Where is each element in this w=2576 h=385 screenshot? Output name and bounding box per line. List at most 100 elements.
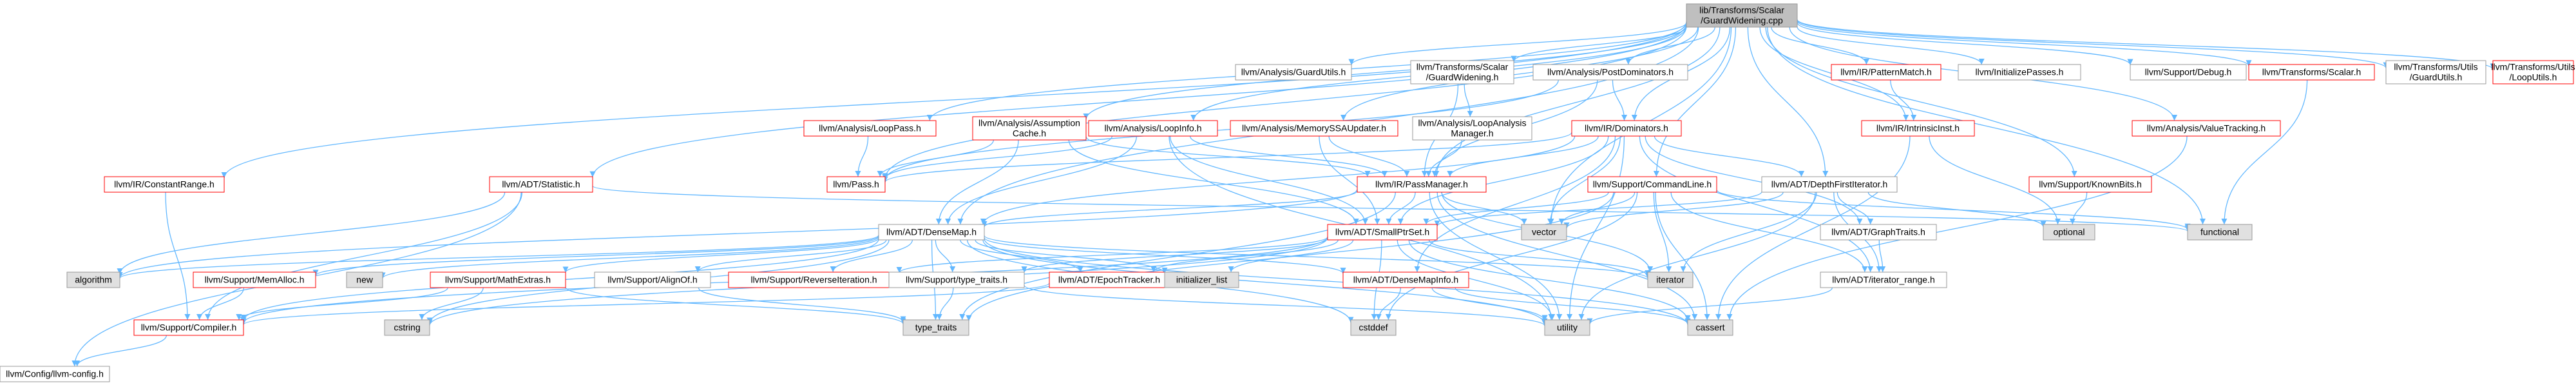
node-box-revit	[728, 271, 900, 288]
node-label-typetraitsh-0: llvm/Support/type_traits.h	[906, 275, 1007, 285]
node-valuetracking[interactable]: llvm/Analysis/ValueTracking.h	[2132, 120, 2281, 137]
edge-mathextras-to-type_traits	[565, 287, 906, 324]
node-box-cstring	[384, 319, 430, 336]
node-passmanager[interactable]: llvm/IR/PassManager.h	[1357, 176, 1487, 193]
node-label-root-0: lib/Transforms/Scalar	[1699, 5, 1784, 15]
edge-densemap-to-cassert	[984, 238, 1691, 325]
edge-root-to-tscalar	[1797, 21, 2252, 66]
edge-intrinsic-to-cassert	[1715, 135, 1911, 321]
node-box-intrinsic	[1861, 120, 1975, 137]
edge-tscalar-to-functional	[2221, 79, 2308, 225]
node-memalloc[interactable]: llvm/Support/MemAlloc.h	[193, 271, 316, 288]
edge-dominators-to-vector	[1547, 135, 1621, 225]
node-epoch[interactable]: llvm/ADT/EpochTracker.h	[1049, 271, 1170, 288]
node-label-cstddef-0: cstddef	[1359, 322, 1388, 333]
edge-smallptrset-to-epoch	[1150, 239, 1339, 273]
node-compiler[interactable]: llvm/Support/Compiler.h	[133, 319, 244, 336]
edge-passmanager-to-vector	[1441, 192, 1527, 225]
edge-root-to-constrange	[221, 21, 1687, 179]
node-label-root-1: /GuardWidening.cpp	[1701, 15, 1783, 26]
node-label-tsguard-1: /GuardWidening.h	[1426, 72, 1499, 83]
node-tsguard[interactable]: llvm/Transforms/Scalar/GuardWidening.h	[1410, 60, 1514, 84]
node-label-iterrange-0: llvm/ADT/iterator_range.h	[1832, 275, 1935, 285]
edge-densemap-to-iterator	[984, 235, 1651, 279]
node-knownbits[interactable]: llvm/Support/KnownBits.h	[2028, 176, 2152, 193]
node-densemapinfo[interactable]: llvm/ADT/DenseMapInfo.h	[1342, 271, 1469, 288]
node-tuguard[interactable]: llvm/Transforms/Utils/GuardUtils.h	[2385, 60, 2486, 84]
edge-mathextras-to-cstring	[419, 287, 484, 321]
node-typetraitsh[interactable]: llvm/Support/type_traits.h	[888, 271, 1025, 288]
node-tuloop[interactable]: llvm/Transforms/Utils/LoopUtils.h	[2491, 60, 2575, 84]
edge-root-to-guardutils	[1348, 22, 1687, 65]
node-dfi[interactable]: llvm/ADT/DepthFirstIterator.h	[1761, 176, 1898, 193]
node-box-tscalar	[2248, 64, 2375, 81]
edge-alignof-to-type_traits	[698, 287, 906, 322]
node-cmdline[interactable]: llvm/Support/CommandLine.h	[1587, 176, 1717, 193]
node-densemap[interactable]: llvm/ADT/DenseMap.h	[878, 224, 985, 241]
node-label-compiler-0: llvm/Support/Compiler.h	[141, 322, 237, 333]
edge-root-to-tsguard	[1511, 26, 1687, 63]
edge-root-to-postdom	[1625, 26, 1715, 65]
node-dominators[interactable]: llvm/IR/Dominators.h	[1571, 120, 1682, 137]
node-revit[interactable]: llvm/Support/ReverseIteration.h	[728, 271, 900, 288]
edge-mathextras-to-compiler	[236, 287, 448, 321]
edge-root-to-debug	[1797, 22, 2133, 65]
node-label-config-0: llvm/Config/llvm-config.h	[6, 369, 104, 379]
node-tscalar[interactable]: llvm/Transforms/Scalar.h	[2248, 64, 2375, 81]
edge-cmdline-to-iterator	[1653, 192, 1672, 273]
node-postdom[interactable]: llvm/Analysis/PostDominators.h	[1532, 64, 1688, 81]
node-label-mathextras-0: llvm/Support/MathExtras.h	[445, 275, 551, 285]
node-patternmatch[interactable]: llvm/IR/PatternMatch.h	[1831, 64, 1942, 81]
node-label-densemap-0: llvm/ADT/DenseMap.h	[886, 227, 977, 237]
node-box-tuguard	[2385, 60, 2486, 84]
node-box-graphtraits	[1820, 224, 1937, 241]
node-label-pass-0: llvm/Pass.h	[833, 179, 879, 190]
node-label-guardutils-0: llvm/Analysis/GuardUtils.h	[1241, 67, 1346, 77]
edge-assumption-to-pass	[877, 139, 994, 177]
node-root[interactable]: lib/Transforms/Scalar/GuardWidening.cpp	[1686, 3, 1798, 28]
node-label-constrange-0: llvm/IR/ConstantRange.h	[114, 179, 215, 190]
node-iterrange[interactable]: llvm/ADT/iterator_range.h	[1820, 271, 1947, 288]
node-graphtraits[interactable]: llvm/ADT/GraphTraits.h	[1820, 224, 1937, 241]
node-label-optional-0: optional	[2053, 227, 2085, 237]
node-utility: utility	[1544, 319, 1590, 336]
node-label-type_traits-0: type_traits	[915, 322, 957, 333]
node-debug[interactable]: llvm/Support/Debug.h	[2130, 64, 2247, 81]
node-initpasses[interactable]: llvm/InitializePasses.h	[1958, 64, 2081, 81]
node-constrange[interactable]: llvm/IR/ConstantRange.h	[104, 176, 225, 193]
node-looppass[interactable]: llvm/Analysis/LoopPass.h	[803, 120, 937, 137]
edge-tsguard-to-loopam	[1464, 83, 1473, 117]
node-label-loopam-0: llvm/Analysis/LoopAnalysis	[1418, 118, 1526, 128]
node-statistic[interactable]: llvm/ADT/Statistic.h	[489, 176, 593, 193]
node-box-passmanager	[1357, 176, 1487, 193]
edge-loopinfo-to-passmanager	[1189, 135, 1388, 177]
edge-root-to-statistic	[589, 23, 1687, 177]
node-box-postdom	[1532, 64, 1688, 81]
node-config[interactable]: llvm/Config/llvm-config.h	[0, 366, 110, 382]
node-box-assumption	[972, 116, 1087, 141]
node-mathextras[interactable]: llvm/Support/MathExtras.h	[430, 271, 566, 288]
node-guardutils[interactable]: llvm/Analysis/GuardUtils.h	[1235, 64, 1352, 81]
node-label-cstring-0: cstring	[394, 322, 420, 333]
edge-dominators-to-graphtraits	[1645, 135, 1863, 225]
node-cstring: cstring	[384, 319, 430, 336]
edge-smallptrset-to-revit	[896, 236, 1328, 273]
node-box-initpasses	[1958, 64, 2081, 81]
node-box-loopam	[1412, 116, 1532, 141]
edge-densemap-to-alignof	[694, 239, 887, 273]
node-alignof[interactable]: llvm/Support/AlignOf.h	[594, 271, 711, 288]
node-label-cassert-0: cassert	[1695, 322, 1724, 333]
node-intrinsic[interactable]: llvm/IR/IntrinsicInst.h	[1861, 120, 1975, 137]
edge-densemap-to-revit	[830, 239, 913, 273]
node-loopinfo[interactable]: llvm/Analysis/LoopInfo.h	[1088, 120, 1218, 137]
node-smallptrset[interactable]: llvm/ADT/SmallPtrSet.h	[1327, 224, 1438, 241]
edge-memalloc-to-compiler	[196, 287, 245, 321]
node-pass[interactable]: llvm/Pass.h	[826, 176, 886, 193]
node-box-patternmatch	[1831, 64, 1942, 81]
node-memssa[interactable]: llvm/Analysis/MemorySSAUpdater.h	[1230, 120, 1398, 137]
node-label-tuloop-0: llvm/Transforms/Utils	[2491, 62, 2575, 72]
node-box-initlist	[1164, 271, 1239, 288]
edge-dominators-to-dfi	[1654, 135, 1805, 177]
